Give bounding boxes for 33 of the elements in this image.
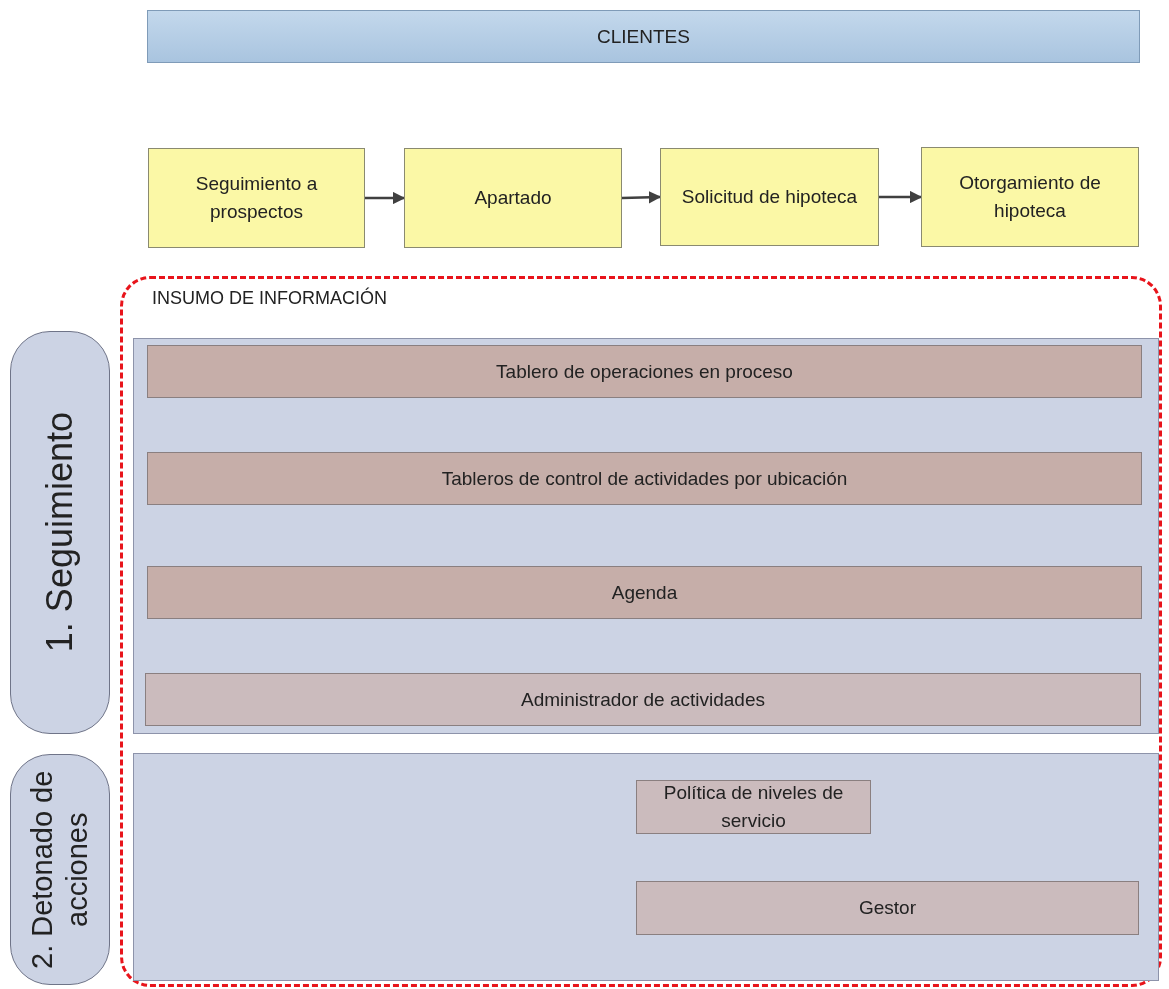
process-box: [660, 148, 879, 246]
component-box: [636, 780, 871, 834]
component-bar: [636, 881, 1139, 935]
lane-title: 1. Seguimiento: [38, 412, 82, 653]
process-box: [404, 148, 622, 248]
header-bar: [147, 10, 1140, 63]
component-bar: [145, 673, 1141, 726]
component-bar: [147, 345, 1142, 398]
arrow: [621, 191, 662, 204]
component-bar: [147, 566, 1142, 619]
arrow: [879, 190, 923, 204]
node-label: Agenda: [610, 580, 679, 605]
node-label: Tableros de control de actividades por ubicación: [440, 466, 849, 491]
process-box: [148, 148, 365, 248]
group-title: INSUMO DE INFORMACIÓN: [152, 288, 387, 309]
arrow: [365, 191, 406, 205]
process-box: [921, 147, 1139, 247]
lane-label-box: [10, 754, 110, 985]
node-label: Gestor: [858, 896, 917, 921]
node-label: Tablero de operaciones en proceso: [495, 359, 794, 384]
dashed-group-frame: [120, 276, 1162, 987]
node-label: Solicitud de hipoteca: [680, 185, 859, 210]
node-label: CLIENTES: [596, 24, 691, 49]
lane-panel: [133, 753, 1159, 981]
node-label: Otorgamiento de hipoteca: [958, 171, 1102, 223]
component-bar: [147, 452, 1142, 505]
lane-panel: [133, 338, 1159, 734]
node-label: Administrador de actividades: [520, 687, 766, 712]
lane-label-box: [10, 331, 110, 734]
node-label: Seguimiento a prospectos: [194, 172, 319, 224]
node-label: Política de niveles de servicio: [662, 781, 845, 833]
node-label: Apartado: [473, 186, 553, 211]
lane-title: 2. Detonado de acciones: [25, 769, 94, 971]
